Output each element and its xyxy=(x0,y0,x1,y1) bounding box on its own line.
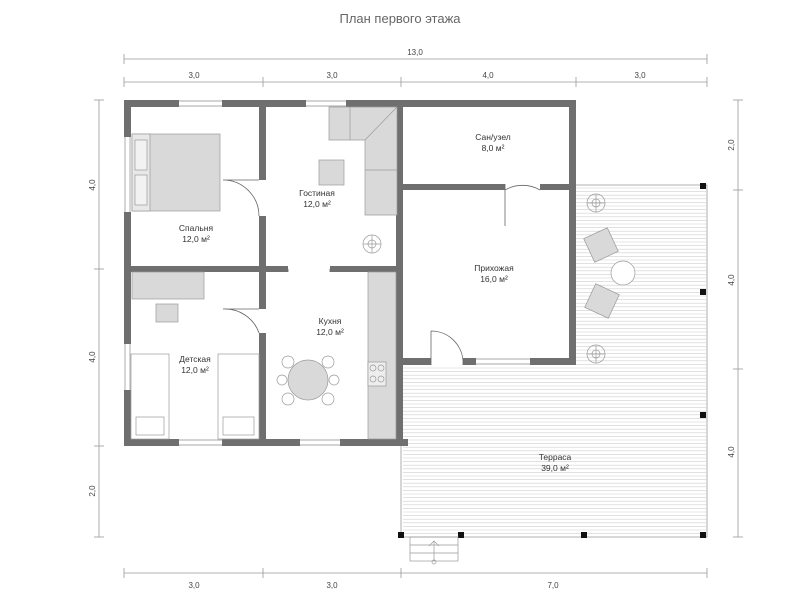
walls xyxy=(124,100,576,446)
room-name-kids: Детская xyxy=(179,354,211,364)
room-name-bathroom: Сан/узел xyxy=(475,132,511,142)
room-area-terrace: 39,0 м² xyxy=(541,463,569,473)
post xyxy=(700,532,706,538)
room-area-bathroom: 8,0 м² xyxy=(482,143,505,153)
stove-icon xyxy=(367,361,387,387)
plant-icon xyxy=(586,344,606,364)
dim-left-3: 2,0 xyxy=(88,485,97,497)
plant-icon xyxy=(362,234,382,254)
terrace-furniture xyxy=(583,193,636,364)
dim-right-2: 4,0 xyxy=(727,274,736,286)
dim-top-2: 3,0 xyxy=(326,71,338,80)
room-name-bedroom: Спальня xyxy=(179,223,214,233)
round-table xyxy=(610,260,636,286)
chair xyxy=(155,303,179,323)
plant-icon xyxy=(586,193,606,213)
dim-top-1: 3,0 xyxy=(188,71,200,80)
single-beds xyxy=(130,353,260,440)
room-name-terrace: Терраса xyxy=(539,452,572,462)
dining-table xyxy=(287,359,329,401)
dim-left-2: 4,0 xyxy=(88,351,97,363)
room-name-living: Гостиная xyxy=(299,188,335,198)
armchair xyxy=(584,283,620,319)
dim-top-total: 13,0 xyxy=(407,48,423,57)
dim-right-1: 2,0 xyxy=(727,139,736,151)
post xyxy=(458,532,464,538)
desk xyxy=(131,271,205,300)
room-area-living: 12,0 м² xyxy=(303,199,331,209)
kitchen-counter xyxy=(367,271,397,440)
dimension-lines xyxy=(94,54,743,578)
dim-bottom-1: 3,0 xyxy=(188,581,200,590)
terrace-deck xyxy=(398,183,708,565)
room-name-hall: Прихожая xyxy=(474,263,514,273)
entrance-steps xyxy=(409,536,459,565)
dim-left-1: 4,0 xyxy=(88,179,97,191)
room-labels: Спальня 12,0 м² Гостиная 12,0 м² Сан/узе… xyxy=(179,132,572,473)
post xyxy=(700,183,706,189)
doors xyxy=(222,179,541,366)
post xyxy=(700,289,706,295)
windows xyxy=(124,100,530,446)
room-area-kitchen: 12,0 м² xyxy=(316,327,344,337)
coffee-table xyxy=(318,159,345,186)
room-area-kids: 12,0 м² xyxy=(181,365,209,375)
post xyxy=(398,532,404,538)
dim-right-3: 4,0 xyxy=(727,446,736,458)
room-area-hall: 16,0 м² xyxy=(480,274,508,284)
post xyxy=(700,412,706,418)
furniture xyxy=(130,106,636,440)
dim-top-4: 3,0 xyxy=(634,71,646,80)
armchair xyxy=(583,227,619,263)
room-area-bedroom: 12,0 м² xyxy=(182,234,210,244)
dim-bottom-3: 7,0 xyxy=(547,581,559,590)
dining-chairs xyxy=(276,355,340,406)
dim-top-3: 4,0 xyxy=(482,71,494,80)
post xyxy=(581,532,587,538)
room-name-kitchen: Кухня xyxy=(319,316,342,326)
dim-bottom-2: 3,0 xyxy=(326,581,338,590)
plan-title: План первого этажа xyxy=(339,11,461,26)
